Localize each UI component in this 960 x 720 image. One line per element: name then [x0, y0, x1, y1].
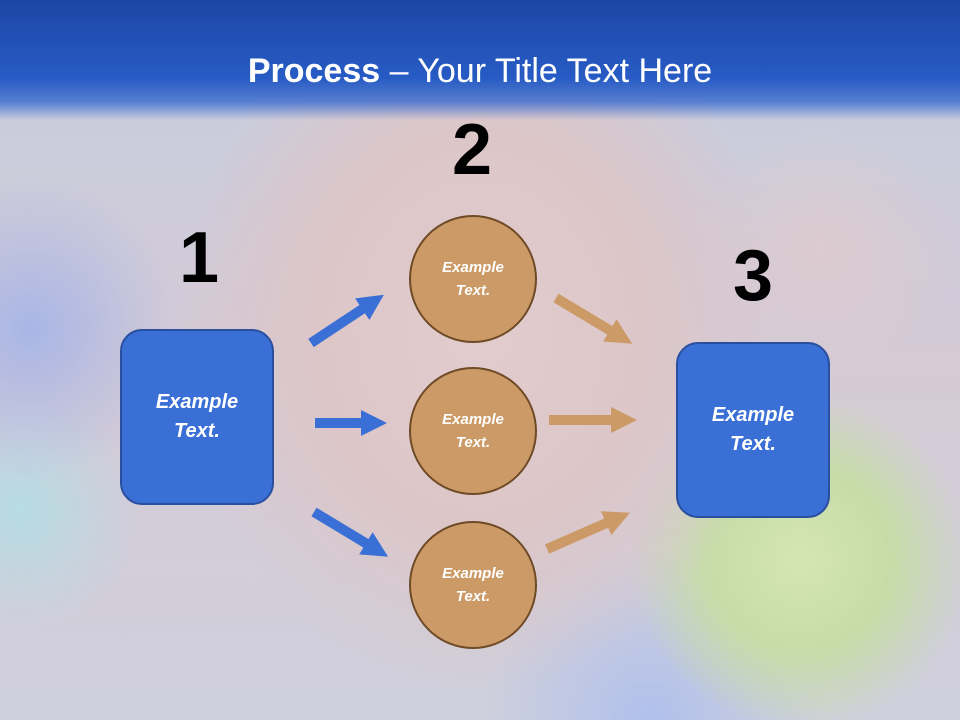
circle-middle-text: Example Text.: [442, 411, 504, 451]
circle-top-text: Example Text.: [442, 259, 504, 299]
arrow-1-to-top: [308, 294, 384, 348]
step-2-circle-bottom: Example Text.: [409, 521, 537, 649]
arrow-1-to-bottom: [311, 507, 389, 557]
arrow-bottom-to-3: [544, 511, 630, 554]
title-rest: – Your Title Text Here: [380, 52, 713, 90]
step-3-number: 3: [732, 236, 774, 316]
step-2-circle-top: Example Text.: [409, 215, 537, 343]
step-3-text: Example Text.: [711, 404, 795, 455]
circle-bottom-text: Example Text.: [442, 565, 504, 605]
title-bar: [0, 0, 960, 120]
slide-title: Process – Your Title Text Here: [0, 52, 960, 91]
title-bold: Process: [247, 52, 381, 90]
step-1-number: 1: [178, 218, 220, 298]
arrow-top-to-3: [553, 293, 633, 344]
step-2-circle-middle: Example Text.: [409, 367, 537, 495]
step-2-number: 2: [451, 110, 493, 190]
step-1-text: Example Text.: [155, 391, 239, 442]
step-1-box: Example Text.: [120, 329, 274, 505]
step-3-box: Example Text.: [676, 342, 830, 518]
